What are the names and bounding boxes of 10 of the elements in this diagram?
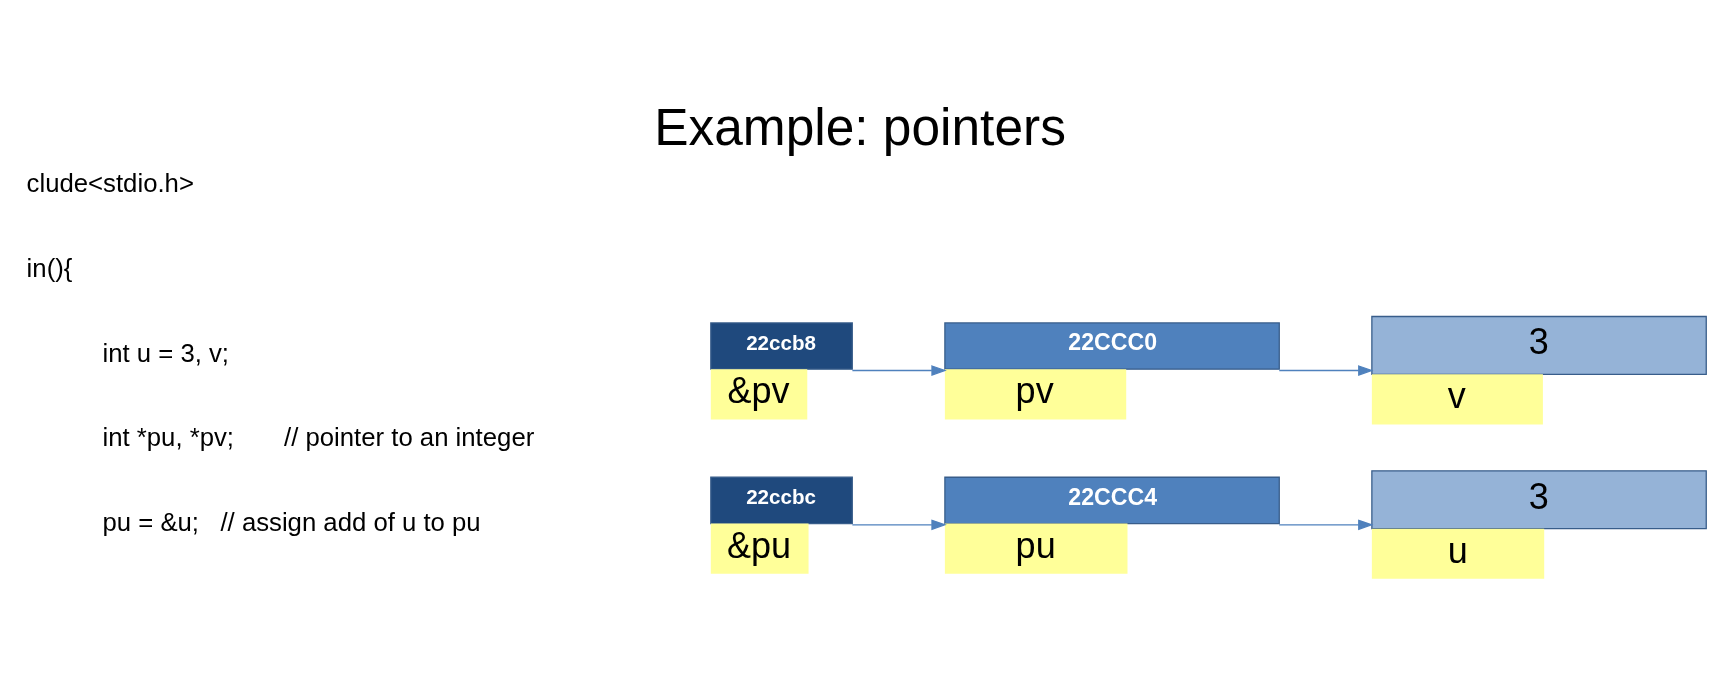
arrow <box>851 519 947 531</box>
arrow <box>1278 365 1374 376</box>
label: int u = 3, v; <box>102 338 230 367</box>
label: int *pu, *pv; // pointer to an integer <box>102 423 535 452</box>
arrow <box>1278 519 1374 531</box>
label: pu = &u; // assign add of u to pu <box>102 508 481 537</box>
arrow <box>851 365 947 376</box>
diagram-title: Example: pointers <box>654 98 1066 157</box>
label: clude<stdio.h> <box>26 168 194 197</box>
label: in(){ <box>26 253 73 282</box>
